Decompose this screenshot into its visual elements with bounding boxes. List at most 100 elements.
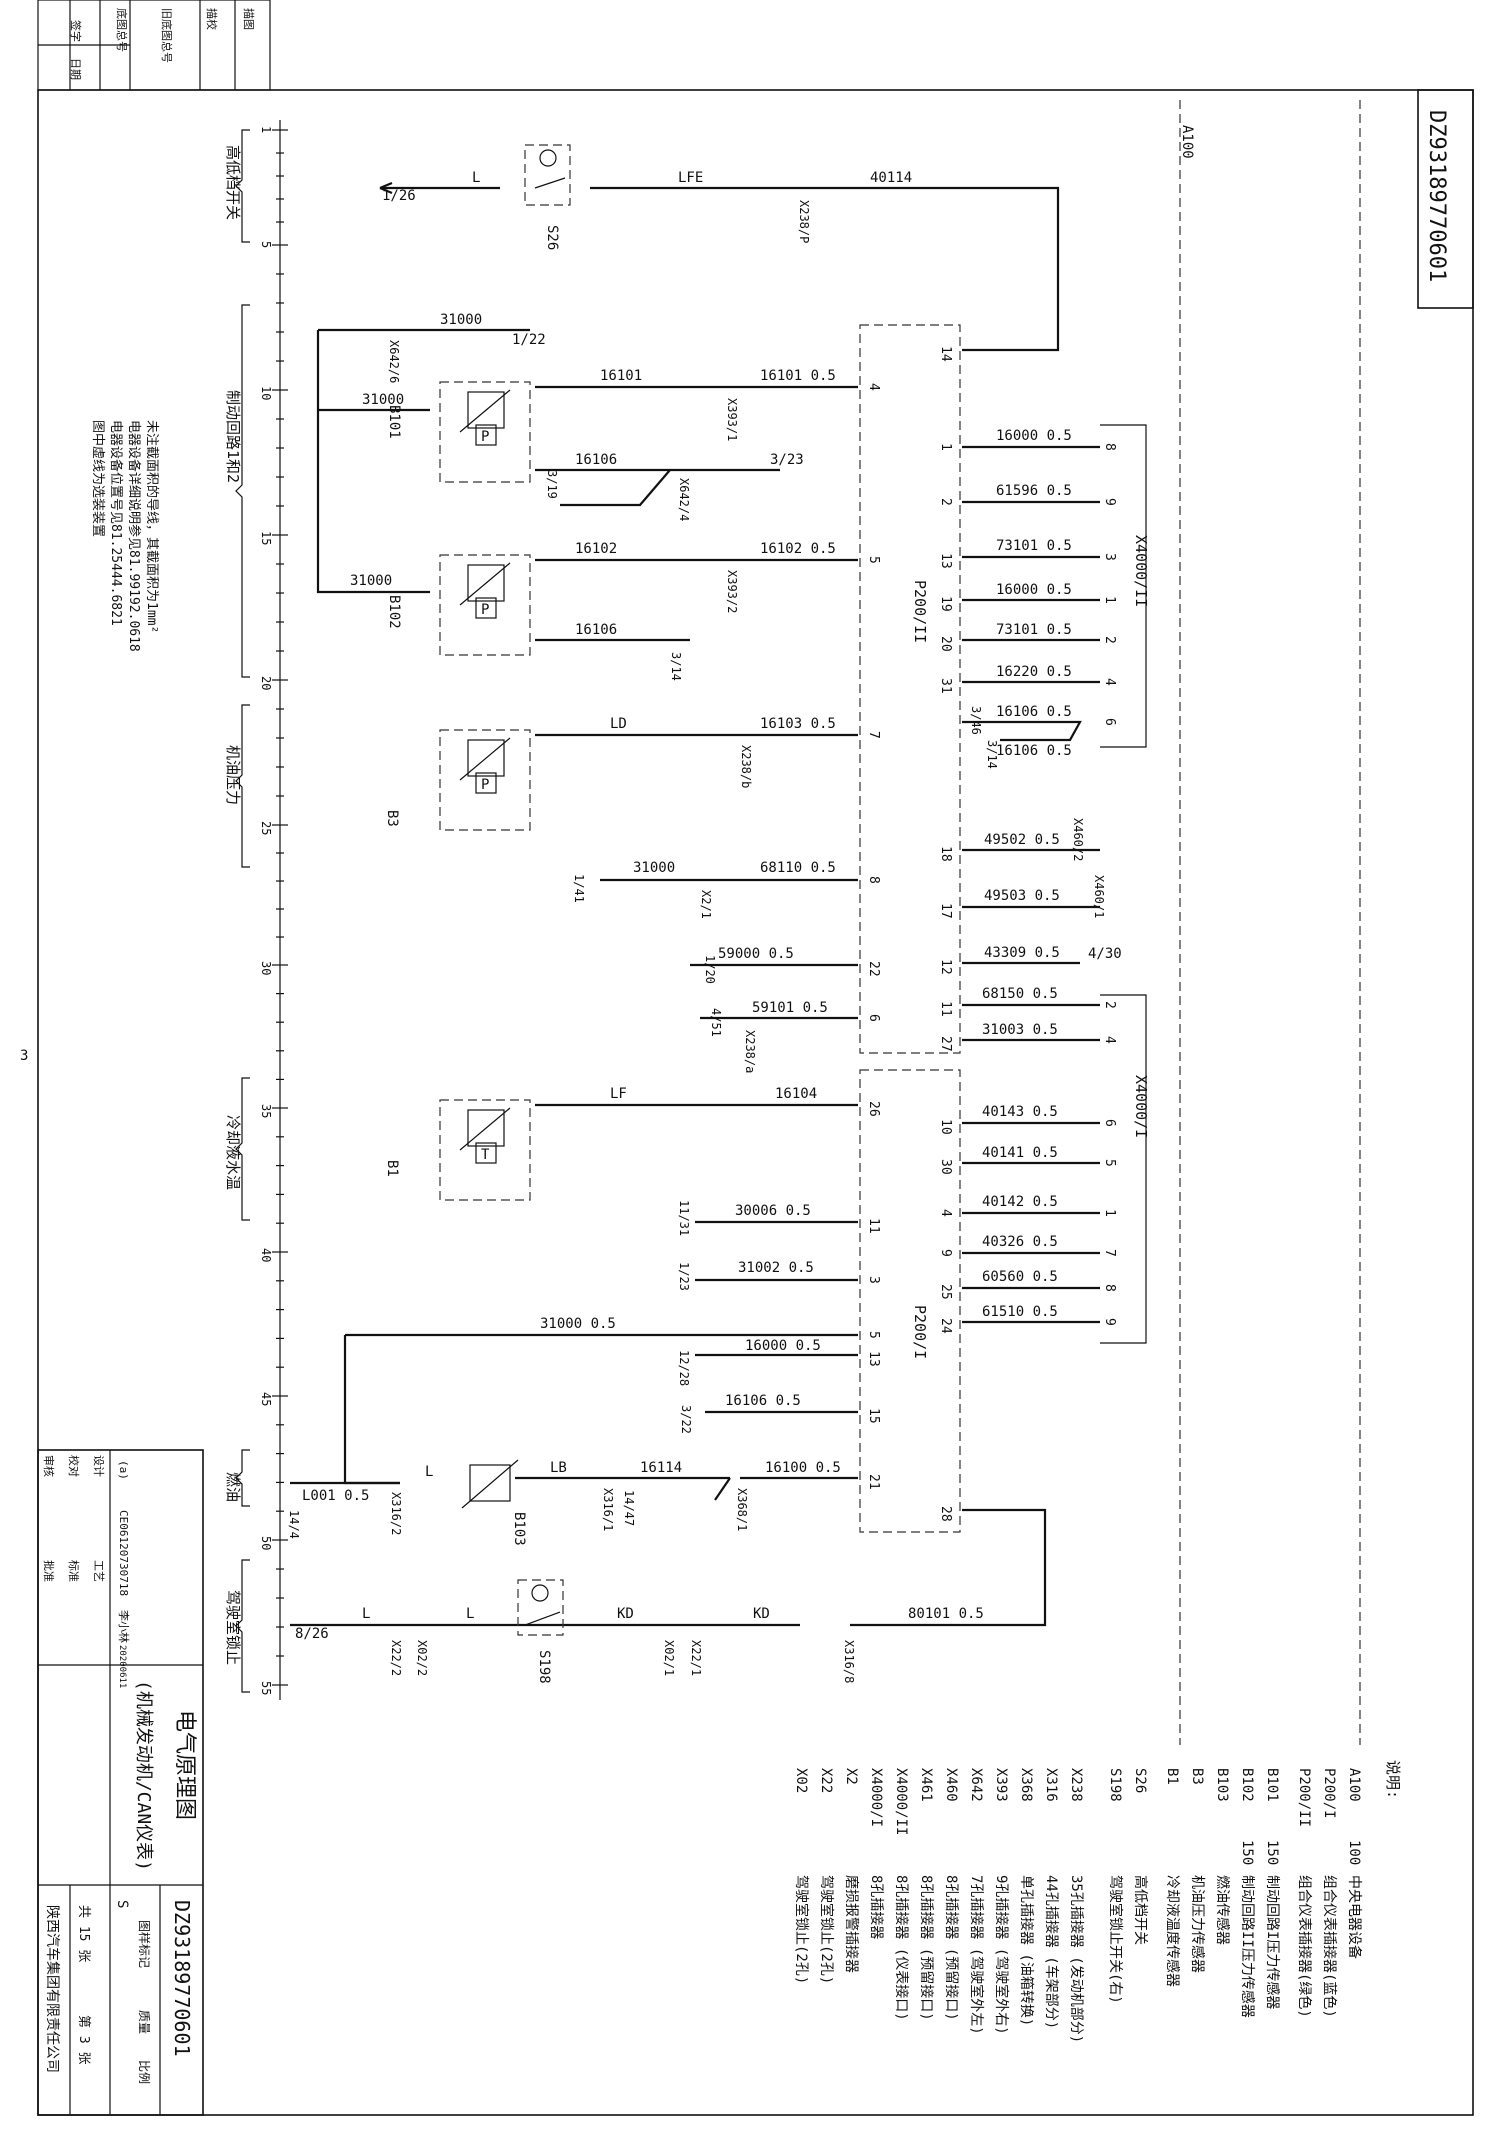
zone-fuel: 燃油 — [224, 1472, 242, 1502]
rwire-16000-a: 16000 0.5 — [996, 428, 1072, 444]
ruler-number: 5 — [259, 241, 273, 248]
drawing-border — [37, 89, 1474, 2116]
sensor-b1: T B1 — [384, 1099, 531, 1201]
legend-title: 说明: — [1384, 1760, 1402, 1799]
pin-p200-i: 24 — [938, 1318, 953, 1334]
wire-31002: 31002 0.5 — [738, 1260, 814, 1276]
pin-p200-i-left: 15 — [866, 1408, 881, 1424]
pin-p200-i-left: 5 — [866, 1331, 881, 1339]
rwire-60560: 60560 0.5 — [982, 1269, 1058, 1285]
wire-lb: LB — [550, 1460, 567, 1476]
b3-label: B3 — [384, 810, 400, 827]
wire-31000-b101: 31000 — [362, 392, 404, 408]
legend: 说明: A100100中央电器设备P200/I组合仪表插接器(蓝色)P200/I… — [793, 1760, 1402, 2043]
legend-size: 150 — [1239, 1840, 1255, 1865]
wire-3-14: 3/14 — [669, 652, 683, 681]
wire-3-19: 3/19 — [545, 470, 559, 499]
s26-label: S26 — [544, 225, 560, 250]
p200-i-label: P200/I — [911, 1305, 929, 1359]
tb-doc-no: CE06120730718 — [117, 1510, 130, 1596]
wire-4-51: 4/51 — [709, 1008, 723, 1037]
conn-x3162: X316/2 — [389, 1492, 403, 1535]
legend-desc: 高低档开关 — [1132, 1875, 1149, 1945]
legend-code: X22 — [818, 1768, 834, 1793]
conn-x021: X02/1 — [662, 1640, 676, 1676]
conn-x4602: X460/2 — [1071, 818, 1085, 861]
wire-l001: L001 0.5 — [302, 1488, 369, 1504]
rwire-40142: 40142 0.5 — [982, 1194, 1058, 1210]
wire-3-22: 3/22 — [679, 1405, 693, 1434]
legend-desc: 驾驶室锁止(2孔) — [818, 1875, 835, 1984]
header-date: 日期 — [69, 58, 82, 80]
b102-p-symbol: P — [481, 602, 489, 618]
page-number: 3 — [20, 1048, 28, 1064]
pin-p200-ii-left: 5 — [866, 556, 881, 564]
tb-rev: (a) — [117, 1460, 130, 1480]
conn-x6426: X642/6 — [387, 340, 401, 383]
pin-p200-ii-left: 8 — [866, 876, 881, 884]
conn-x238a: X238/a — [743, 1030, 757, 1073]
rwire-31003: 31003 0.5 — [982, 1022, 1058, 1038]
wire-16103: 16103 0.5 — [760, 716, 836, 732]
wire-3-23: 3/23 — [770, 452, 804, 468]
wire-16101b: 16101 0.5 — [760, 368, 836, 384]
rwire-61510: 61510 0.5 — [982, 1304, 1058, 1320]
header-trace: 描图 — [242, 8, 256, 30]
legend-code: X368 — [1018, 1768, 1034, 1802]
ruler-number: 45 — [259, 1392, 273, 1406]
zone-gear-switch: 高低档开关 — [224, 145, 242, 220]
ruler-number: 1 — [259, 126, 273, 133]
wire-16102: 16102 — [575, 541, 617, 557]
wire-kd-2: KD — [753, 1606, 770, 1622]
wire-8-26: 8/26 — [295, 1626, 329, 1642]
zone-cab-lock: 驾驶室锁止 — [224, 1590, 242, 1665]
legend-desc: 制动回路I压力传感器 — [1264, 1875, 1281, 2009]
legend-desc: 7孔插接器 (驾驶室外左) — [968, 1875, 985, 2035]
sensor-b103: B103 — [461, 1459, 527, 1546]
conn-x4601: X460/1 — [1092, 875, 1106, 918]
rwire-61596: 61596 0.5 — [996, 483, 1072, 499]
rwire-43309: 43309 0.5 — [984, 945, 1060, 961]
tb-stage: S — [114, 1900, 130, 1908]
wire-40114: 40114 — [870, 170, 912, 186]
wire-1-20: 1/20 — [703, 955, 717, 984]
rwire-68150: 68150 0.5 — [982, 986, 1058, 1002]
legend-desc: 组合仪表插接器(蓝色) — [1321, 1875, 1338, 2018]
wire-31000-fuel: 31000 0.5 — [540, 1316, 616, 1332]
b102-label: B102 — [386, 595, 402, 629]
legend-code: S198 — [1107, 1768, 1123, 1802]
tb-scale-label: 比例 — [137, 2060, 151, 2084]
conn-x221: X22/1 — [689, 1640, 703, 1676]
ruler-number: 30 — [259, 961, 273, 975]
wire-l-top: L — [472, 170, 480, 186]
tb-signer: 李小林 — [117, 1610, 131, 1643]
tb-number: DZ93189770601 — [170, 1900, 194, 2057]
conn-x238p: X238/P — [797, 200, 811, 243]
rwire-16106-b: 16106 0.5 — [996, 743, 1072, 759]
ruler-number: 10 — [259, 386, 273, 400]
zone-brackets: 高低档开关 制动回路1和2 机油压力 冷却液水温 燃油 驾驶室锁止 — [224, 129, 250, 1693]
legend-desc: 制动回路II压力传感器 — [1239, 1875, 1256, 2018]
wire-16104: 16104 — [775, 1086, 817, 1102]
wire-31000-top: 31000 — [440, 312, 482, 328]
legend-code: X02 — [793, 1768, 809, 1793]
legend-code: X642 — [968, 1768, 984, 1802]
pin-p200-i-left: 11 — [866, 1218, 881, 1234]
legend-code: X460 — [943, 1768, 959, 1802]
x4000-i-box — [1100, 994, 1147, 1344]
rwire-3-46: 3/46 — [969, 706, 983, 735]
legend-desc: 8孔插接器 (仪表接口) — [893, 1875, 910, 2021]
legend-code: X4000/II — [893, 1768, 909, 1835]
pin-x4000-i: 1 — [1102, 1209, 1117, 1217]
wire-1-26: 1/26 — [382, 188, 416, 204]
pin-p200-i: 4 — [938, 1209, 953, 1217]
legend-code: P200/I — [1321, 1768, 1337, 1819]
pin-p200-i: 25 — [938, 1284, 953, 1300]
pin-x4000-ii: 3 — [1102, 553, 1117, 561]
wire-16106-b101: 16106 — [575, 452, 617, 468]
wire-12-28: 12/28 — [677, 1350, 691, 1386]
rwire-3-14: 3/14 — [985, 740, 999, 769]
wire-16114: 16114 — [640, 1460, 682, 1476]
x4000-ii-label: X4000/II — [1132, 535, 1150, 607]
